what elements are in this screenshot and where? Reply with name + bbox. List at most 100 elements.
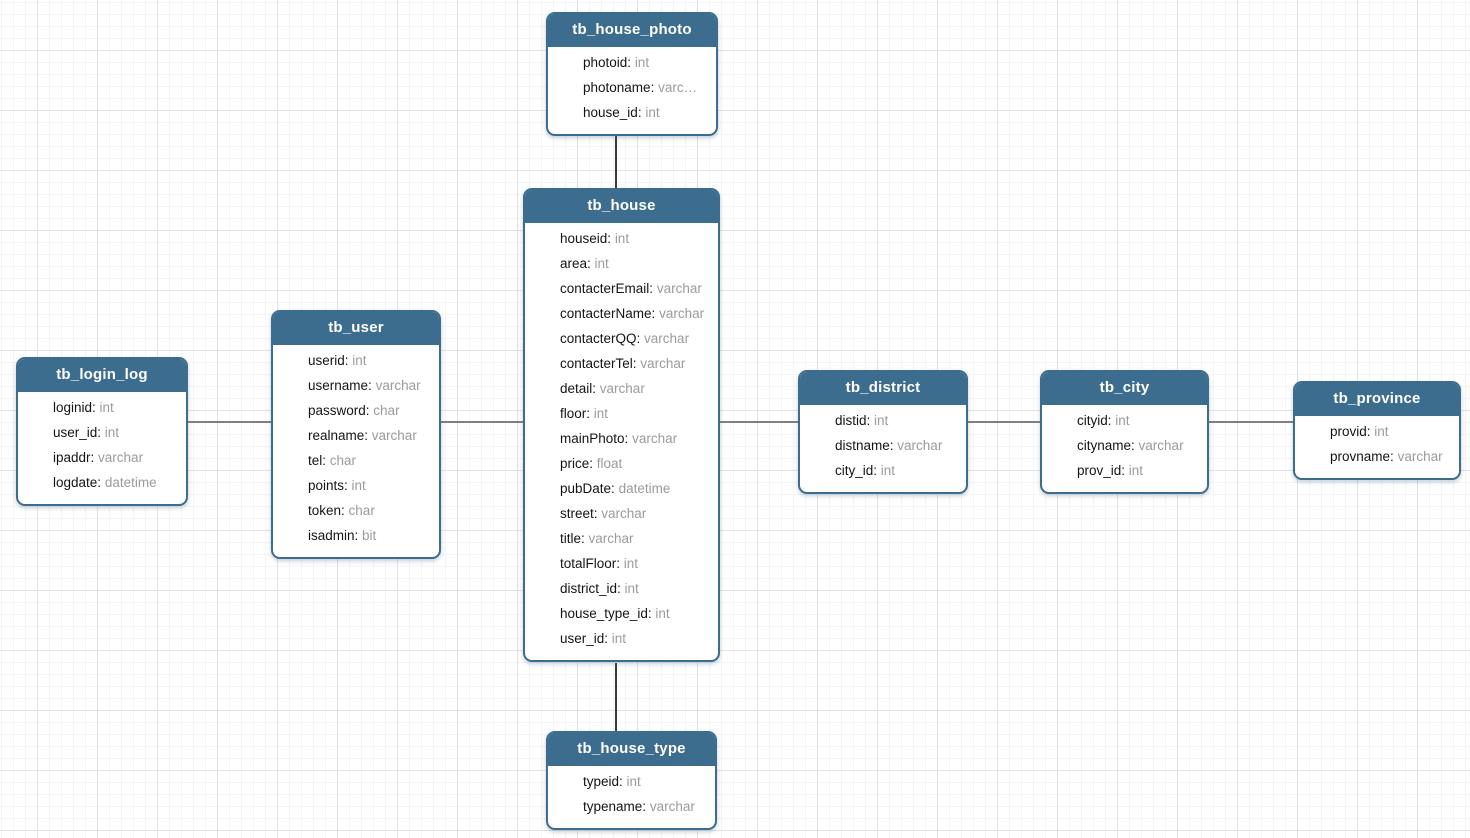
field-separator: : (593, 506, 602, 521)
field-row[interactable]: user_id: int (53, 420, 178, 445)
field-row[interactable]: distid: int (835, 408, 958, 433)
field-row[interactable]: prov_id: int (1077, 458, 1199, 483)
entity-title[interactable]: tb_city (1042, 372, 1207, 405)
field-row[interactable]: tel: char (308, 448, 431, 473)
field-separator: : (624, 431, 633, 446)
field-row[interactable]: userid: int (308, 348, 431, 373)
field-row[interactable]: contacterQQ: varchar (560, 326, 710, 351)
field-row[interactable]: mainPhoto: varchar (560, 426, 710, 451)
field-row[interactable]: title: varchar (560, 526, 710, 551)
field-row[interactable]: realname: varchar (308, 423, 431, 448)
relationship-connector[interactable] (966, 421, 1042, 423)
field-name: cityname (1077, 438, 1132, 453)
field-row[interactable]: floor: int (560, 401, 710, 426)
field-separator: : (90, 450, 99, 465)
field-row[interactable]: logdate: datetime (53, 470, 178, 495)
relationship-connector[interactable] (615, 133, 617, 190)
entity-title[interactable]: tb_house_type (548, 733, 715, 766)
field-name: provid (1330, 424, 1367, 439)
entity-title[interactable]: tb_district (800, 372, 966, 405)
field-row[interactable]: contacterEmail: varchar (560, 276, 710, 301)
field-row[interactable]: password: char (308, 398, 431, 423)
field-separator: : (1366, 424, 1375, 439)
field-name: street (560, 506, 594, 521)
entity-title[interactable]: tb_province (1295, 383, 1459, 416)
field-separator: : (650, 80, 659, 95)
entity-title[interactable]: tb_house_photo (548, 14, 716, 47)
field-row[interactable]: loginid: int (53, 395, 178, 420)
field-separator: : (866, 413, 875, 428)
relationship-connector[interactable] (615, 663, 617, 733)
field-name: contacterEmail (560, 281, 650, 296)
field-separator: : (92, 400, 100, 415)
field-separator: : (589, 456, 597, 471)
field-row[interactable]: photoid: int (583, 50, 708, 75)
relationship-connector[interactable] (718, 421, 800, 423)
field-separator: : (322, 453, 330, 468)
field-row[interactable]: pubDate: datetime (560, 476, 710, 501)
field-type: datetime (104, 475, 157, 490)
field-name: isadmin (308, 528, 355, 543)
relationship-connector[interactable] (439, 421, 525, 423)
field-separator: : (581, 531, 589, 546)
field-row[interactable]: contacterTel: varchar (560, 351, 710, 376)
field-row[interactable]: area: int (560, 251, 710, 276)
field-row[interactable]: detail: varchar (560, 376, 710, 401)
field-row[interactable]: token: char (308, 498, 431, 523)
field-row[interactable]: house_id: int (583, 100, 708, 125)
field-row[interactable]: typeid: int (583, 769, 707, 794)
field-row[interactable]: provname: varchar (1330, 444, 1451, 469)
field-name: provname (1330, 449, 1391, 464)
field-row[interactable]: points: int (308, 473, 431, 498)
entity-title[interactable]: tb_user (273, 312, 439, 345)
field-type: varchar (897, 438, 943, 453)
field-separator: : (1390, 449, 1398, 464)
field-separator: : (651, 306, 660, 321)
field-row[interactable]: isadmin: bit (308, 523, 431, 548)
field-row[interactable]: street: varchar (560, 501, 710, 526)
relationship-connector[interactable] (1207, 421, 1295, 423)
field-name: contacterName (560, 306, 652, 321)
field-row[interactable]: typename: varchar (583, 794, 707, 819)
field-row[interactable]: cityname: varchar (1077, 433, 1199, 458)
field-row[interactable]: contacterName: varchar (560, 301, 710, 326)
field-row[interactable]: username: varchar (308, 373, 431, 398)
field-row[interactable]: totalFloor: int (560, 551, 710, 576)
field-row[interactable]: city_id: int (835, 458, 958, 483)
field-name: loginid (53, 400, 93, 415)
entity-title[interactable]: tb_house (525, 190, 718, 223)
field-row[interactable]: provid: int (1330, 419, 1451, 444)
field-row[interactable]: photoname: varc… (583, 75, 708, 100)
field-name: contacterTel (560, 356, 633, 371)
field-row[interactable]: price: float (560, 451, 710, 476)
relationship-connector[interactable] (186, 421, 273, 423)
entity-title[interactable]: tb_login_log (18, 359, 186, 392)
field-row[interactable]: houseid: int (560, 226, 710, 251)
field-type: int (623, 556, 639, 571)
field-row[interactable]: district_id: int (560, 576, 710, 601)
field-separator: : (364, 428, 372, 443)
field-name: detail (560, 381, 593, 396)
field-row[interactable]: ipaddr: varchar (53, 445, 178, 470)
field-name: photoid (583, 55, 628, 70)
field-separator: : (1131, 438, 1139, 453)
field-separator: : (632, 356, 641, 371)
field-row[interactable]: user_id: int (560, 626, 710, 651)
field-type: varchar (599, 381, 645, 396)
field-separator: : (354, 528, 363, 543)
field-row[interactable]: house_type_id: int (560, 601, 710, 626)
field-row[interactable]: cityid: int (1077, 408, 1199, 433)
field-row[interactable]: distname: varchar (835, 433, 958, 458)
